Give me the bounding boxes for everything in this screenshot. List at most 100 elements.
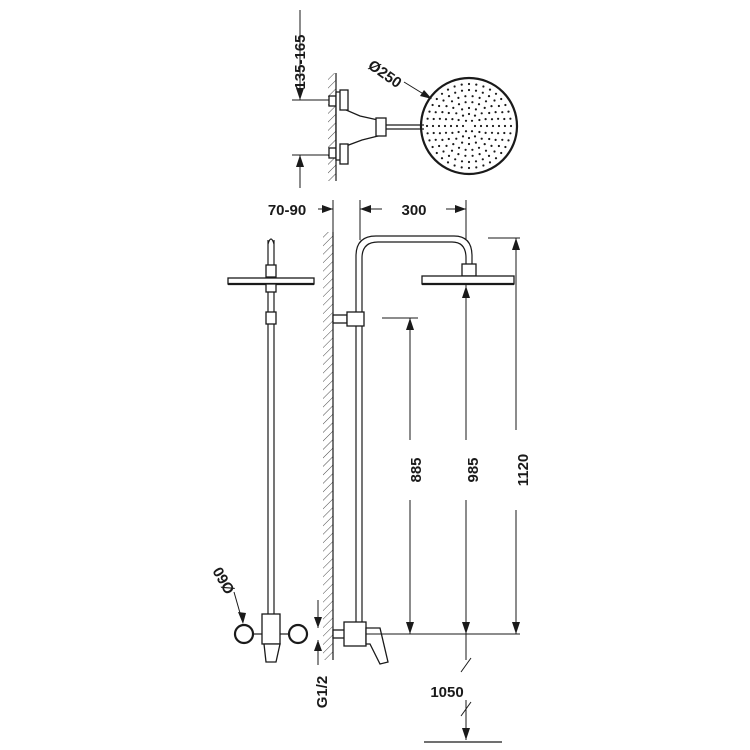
nozzle-dot [440,157,444,160]
head-neck-front [265,283,277,293]
nozzle-dot [467,166,471,170]
nozzle-dot [467,136,471,140]
inlet-left-front [233,623,255,645]
nozzle-dot [480,137,483,140]
label-diameter-250: Ø250 [365,57,405,92]
column-joint [265,264,277,278]
nozzle-dot [464,95,467,98]
nozzle-dot [484,149,488,152]
label-885: 885 [408,457,425,482]
wall-hatch-side [323,232,333,660]
nozzle-dot [464,101,467,104]
dim-arrow [406,318,414,330]
nozzle-dot [426,117,429,120]
nozzle-dot [461,108,464,111]
nozzle-dot [484,100,488,103]
nozzle-dot [479,124,483,128]
label-300: 300 [401,202,426,219]
nozzle-dot [478,96,481,99]
nozzle-dot [426,132,429,135]
nozzle-dot [425,124,429,128]
nozzle-dot [452,106,455,109]
front-view: Ø60 [210,238,315,663]
nozzle-dot [504,103,507,107]
dim-arrow [512,238,520,250]
nozzle-dot [461,124,465,128]
nozzle-dot [483,106,486,109]
nozzle-dot [444,131,448,134]
nozzle-dot [457,103,461,106]
nozzle-dot [442,150,445,153]
nozzle-dot [447,137,450,141]
nozzle-dot [471,101,474,104]
nozzle-dot [467,112,471,116]
dim-arrow [406,622,414,634]
nozzle-dot [438,104,441,108]
nozzle-dot [471,148,474,151]
dim-arrow [296,155,304,167]
nozzle-dot [470,119,474,122]
label-outlet-spacing: Ø60 [210,564,239,597]
nozzle-dot [483,143,486,146]
nozzle-dot [447,154,451,157]
nozzle-dot [478,130,481,134]
nozzle-dot [490,118,494,121]
nozzle-dot [494,138,497,141]
nozzle-dot [455,124,459,128]
nozzle-dot [482,85,485,88]
nozzle-dot [497,117,500,120]
nozzle-dot [485,124,489,128]
nozzle-dot [453,85,456,88]
nozzle-dot [467,160,471,164]
nozzle-dot [493,150,496,153]
nozzle-dot [440,92,444,95]
wall-support [332,314,348,324]
nozzle-dot [453,164,456,167]
mixer-lever-side [365,627,389,665]
nozzle-dot [474,160,478,163]
nozzle-dot [449,124,453,128]
nozzle-dot [441,138,444,141]
nozzle-dot [473,124,477,128]
nozzle-dot [490,105,493,108]
nozzle-dot [480,112,483,115]
nozzle-dot [445,105,448,108]
dim-arrow [512,622,520,634]
nozzle-dot [503,131,506,135]
nozzle-dot [443,124,447,128]
nozzle-dot [467,82,471,86]
nozzle-dot [507,110,510,113]
nozzle-dot [491,124,495,128]
nozzle-dot [487,95,491,98]
side-view: 70-90 300 885 [268,200,532,743]
nozzle-dot [488,137,491,141]
nozzle-dot [474,141,477,144]
nozzle-dot [444,118,448,121]
support-clamp [346,311,365,327]
nozzle-dot [446,88,450,91]
nozzle-dot [488,111,491,115]
nozzle-dot [488,88,492,91]
shower-head-top [419,76,519,176]
nozzle-dot [447,95,451,98]
label-70-90: 70-90 [268,202,306,219]
nozzle-dot [457,146,461,149]
dim-arrow [314,640,322,651]
nozzle-dot [490,131,494,134]
nozzle-dot [464,130,468,133]
nozzle-dot [431,103,434,107]
nozzle-dot [471,95,474,98]
nozzle-dot [503,117,506,121]
nozzle-dot [477,103,481,106]
inlet-right-front [287,623,309,645]
nozzle-dot [428,110,431,113]
nozzle-dot [454,158,457,161]
nozzle-dot [461,141,464,144]
dim-arrow [462,286,470,298]
top-view: 135-165 Ø250 [292,10,519,188]
riser-pipe-outer [355,235,473,632]
dim-arrow [462,728,470,740]
nozzle-dot [438,117,441,120]
nozzle-dot [467,106,471,110]
nozzle-dot [457,118,460,122]
